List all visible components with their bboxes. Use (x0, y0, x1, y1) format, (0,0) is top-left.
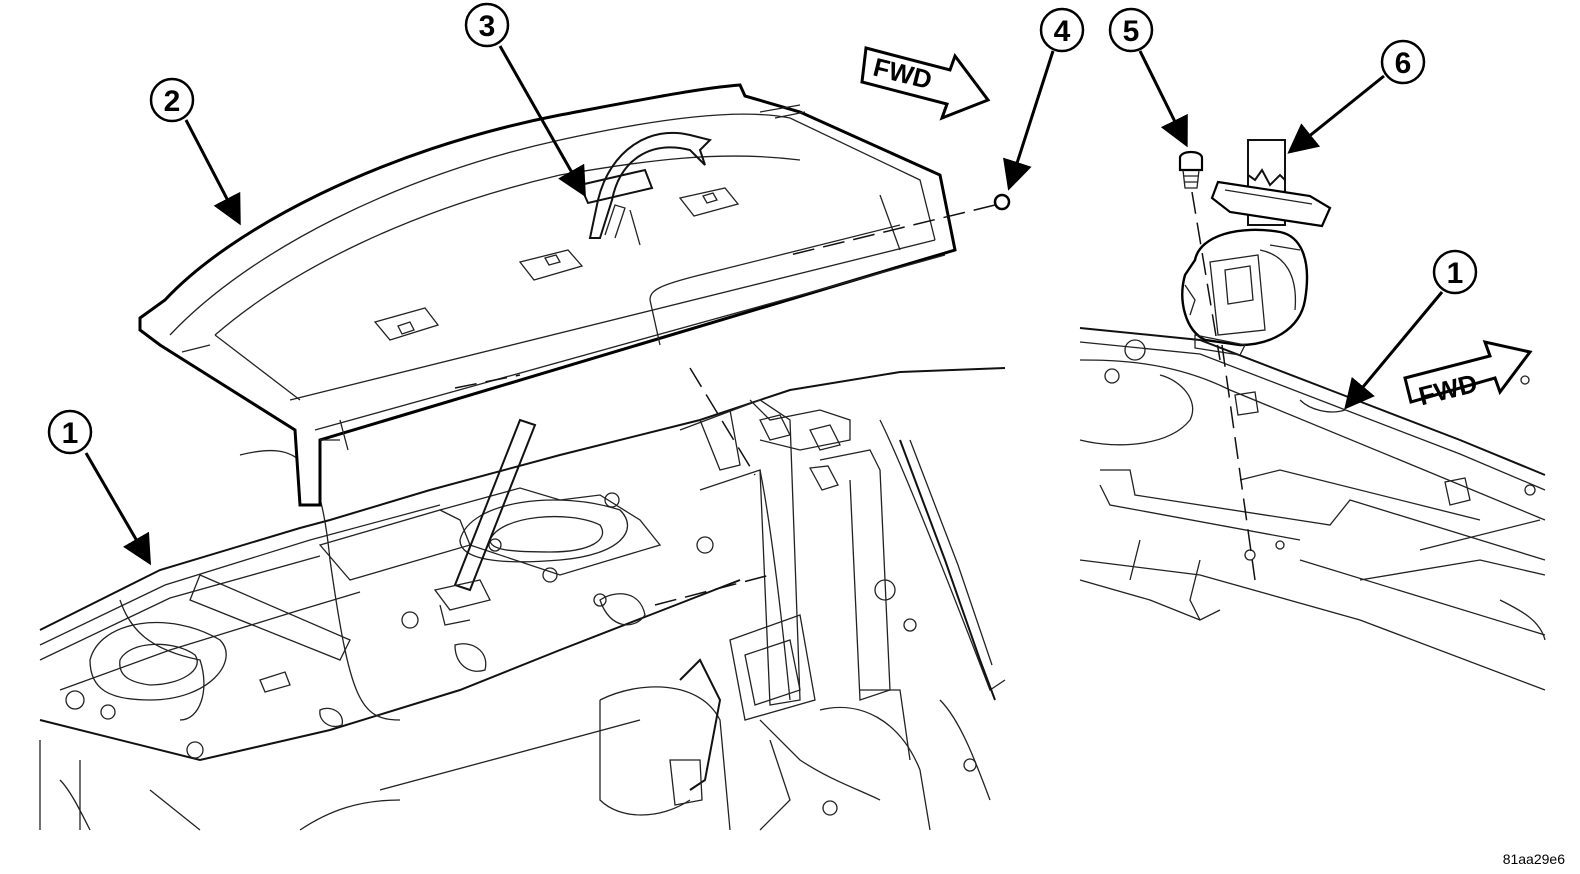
callout-number: 1 (62, 417, 79, 450)
callout-number: 4 (1054, 15, 1071, 48)
left-view: FWD 1 2 3 4 (39, 2, 1085, 831)
install-line-retractor (1221, 344, 1256, 581)
callout-number: 2 (164, 85, 181, 118)
figure-id: 81aa29e6 (1503, 851, 1566, 867)
install-line-fastener (789, 204, 996, 256)
right-view: FWD 5 6 1 (1079, 7, 1546, 691)
install-line-bolt (1191, 191, 1221, 361)
callout-number: 5 (1123, 15, 1140, 48)
callout-number: 1 (1447, 257, 1464, 290)
install-line-panel-lower (654, 574, 771, 606)
callout-left-3: 3 (464, 2, 586, 198)
install-line-panel-center (454, 374, 521, 389)
vehicle-body-structure-left (39, 367, 1006, 831)
callout-left-2: 2 (149, 77, 241, 226)
callout-right-6: 6 (1287, 39, 1426, 154)
seat-belt-retractor (1181, 139, 1332, 356)
callout-right-5: 5 (1108, 7, 1188, 148)
callout-right-1: 1 (1344, 249, 1478, 410)
fwd-label-left: FWD (870, 52, 935, 95)
callout-left-4: 4 (1003, 7, 1085, 191)
retractor-bolt (1178, 150, 1204, 189)
fwd-arrow-left: FWD (860, 46, 991, 121)
fwd-arrow-right: FWD (1403, 339, 1533, 411)
callout-number: 6 (1395, 47, 1412, 80)
callout-left-1: 1 (47, 409, 152, 566)
vehicle-body-structure-right (1079, 327, 1546, 691)
push-pin-fastener (993, 193, 1011, 211)
callout-number: 3 (479, 10, 496, 43)
install-line-vertical (689, 367, 756, 476)
rear-shelf-panel (138, 83, 957, 507)
